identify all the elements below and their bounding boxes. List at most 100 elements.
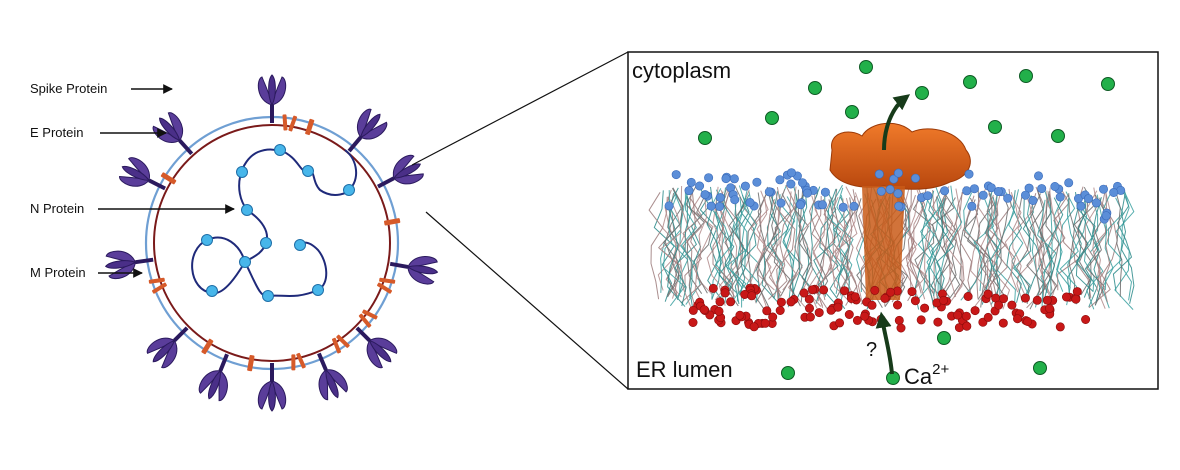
upper-headgroups (664, 168, 1126, 224)
n-protein (302, 165, 314, 177)
lipid-tail (953, 192, 965, 298)
lipid-tail (776, 188, 796, 310)
headgroup-lower (896, 323, 906, 333)
headgroup-upper (752, 177, 762, 187)
lipid-tail (741, 185, 760, 303)
lipid-tail (1055, 191, 1076, 292)
headgroup-upper (684, 186, 694, 196)
headgroup-lower (735, 310, 745, 320)
calcium-ion (915, 86, 929, 100)
headgroup-lower (920, 303, 930, 313)
lipid-tail (1022, 195, 1043, 296)
lipid-tail (764, 189, 778, 298)
headgroup-upper (993, 187, 1003, 197)
lipid-tail (930, 196, 949, 305)
lipid-tail (1059, 198, 1079, 305)
lipid-tail (725, 197, 748, 302)
headgroup-upper (885, 184, 895, 194)
calcium-ion (1101, 77, 1115, 91)
headgroup-lower (699, 305, 709, 315)
headgroup-upper (962, 186, 972, 196)
lipid-tail (1114, 191, 1135, 310)
lipid-tail (674, 192, 692, 307)
headgroup-lower (749, 322, 759, 332)
spike-protein-icon (198, 353, 229, 402)
m-protein (291, 352, 306, 371)
headgroup-upper (874, 169, 884, 179)
headgroup-lower (805, 312, 815, 322)
headgroup-lower (983, 289, 993, 299)
lipid-tail (1118, 189, 1133, 301)
headgroup-lower (850, 292, 860, 302)
calcium-label: Ca2+ (904, 361, 949, 389)
n-protein (343, 184, 355, 196)
headgroup-lower (1012, 314, 1022, 324)
spike-protein-icon (317, 352, 348, 401)
headgroup-lower (839, 286, 849, 296)
headgroup-upper (776, 198, 786, 208)
headgroup-upper (849, 201, 859, 211)
lipid-tail (1075, 190, 1096, 298)
cytoplasm-label: cytoplasm (632, 58, 731, 83)
headgroup-upper (802, 188, 812, 198)
m-protein (377, 277, 396, 294)
headgroup-upper (1034, 171, 1044, 181)
calcium-symbol: Ca (904, 364, 933, 389)
headgroup-lower (983, 312, 993, 322)
headgroup-lower (963, 291, 973, 301)
headgroup-upper (664, 201, 674, 211)
headgroup-upper (695, 181, 705, 191)
headgroup-upper (700, 190, 710, 200)
headgroup-lower (880, 293, 890, 303)
e-proteins (160, 118, 401, 372)
headgroup-lower (799, 288, 809, 298)
m-protein (148, 277, 167, 294)
n-protein (262, 290, 274, 302)
headgroup-lower (747, 291, 757, 301)
headgroup-upper (1003, 193, 1013, 203)
headgroup-lower (804, 294, 814, 304)
lipid-tail (936, 194, 951, 299)
headgroup-lower (1020, 293, 1030, 303)
lipid-tail (1012, 199, 1032, 303)
lipid-tail (766, 191, 781, 297)
n-protein (239, 256, 251, 268)
efflux-arrow (882, 94, 911, 151)
calcium-ion (937, 331, 951, 345)
lipid-tail (678, 185, 693, 310)
lipid-tail (846, 195, 860, 299)
lipid-tail (1008, 189, 1030, 297)
e-protein (201, 338, 214, 355)
headgroup-lower (994, 300, 1004, 310)
m-protein (358, 309, 378, 328)
headgroup-lower (833, 302, 843, 312)
lipid-tail (962, 195, 982, 299)
virion-diagram: Spike Protein E Protein N Protein M Prot… (30, 74, 439, 412)
zoom-connector (411, 51, 629, 390)
calcium-ion (781, 366, 795, 380)
calcium-ions (698, 60, 1115, 385)
lipid-tail (776, 184, 797, 306)
lipid-tail (1029, 193, 1052, 310)
lipid-tail (992, 189, 1009, 299)
headgroup-upper (969, 184, 979, 194)
m-protein-label: M Protein (30, 265, 86, 280)
panel-border (627, 51, 1159, 390)
headgroup-upper (740, 181, 750, 191)
headgroup-upper (1064, 178, 1074, 188)
lipid-tail (967, 187, 989, 295)
headgroup-upper (671, 170, 681, 180)
lipid-tail (938, 190, 957, 292)
headgroup-lower (961, 311, 971, 321)
lipid-tail (782, 191, 797, 291)
headgroup-lower (953, 310, 963, 320)
er-lumen-label: ER lumen (636, 357, 733, 382)
headgroup-upper (876, 186, 886, 196)
headgroup-upper (786, 168, 796, 178)
lipid-tail (960, 192, 982, 301)
headgroup-lower (938, 295, 948, 305)
headgroup-upper (775, 175, 785, 185)
headgroup-upper (889, 174, 899, 184)
lipid-tail (932, 187, 946, 302)
